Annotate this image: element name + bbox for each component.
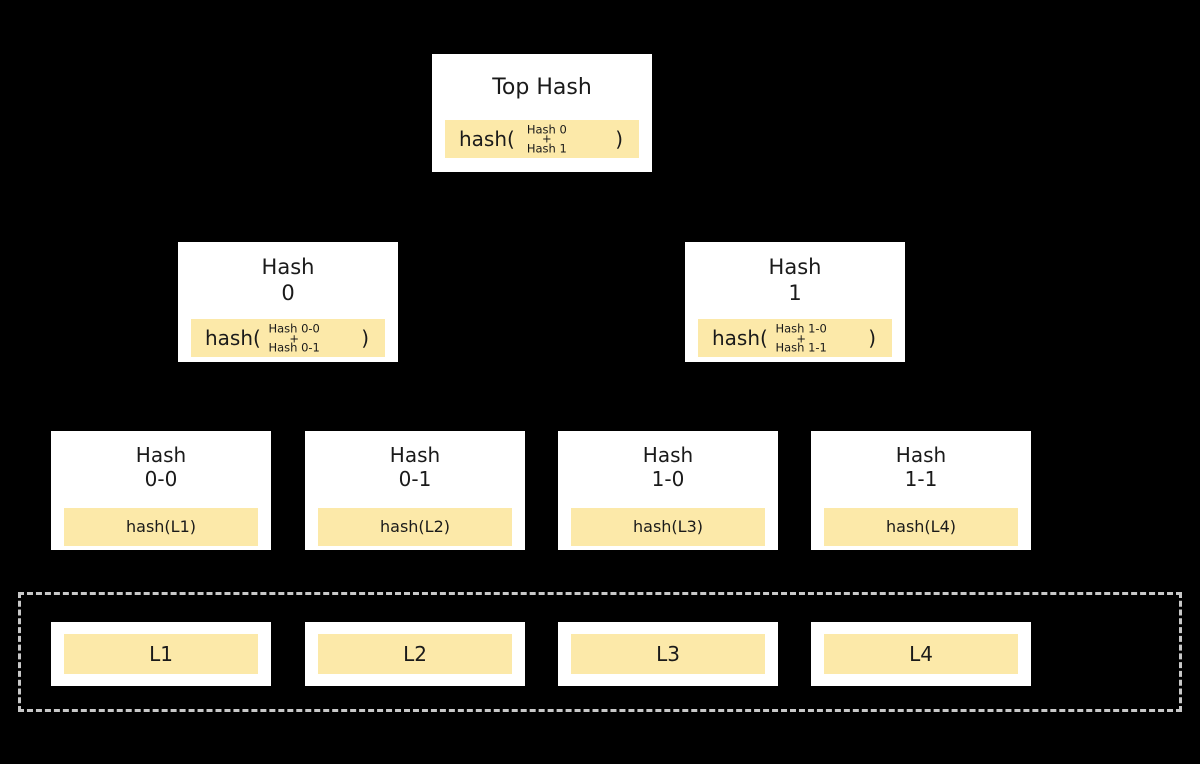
data-blocks-region <box>18 592 1182 712</box>
node-hash-0[interactable]: Hash 0 hash( Hash 0-0 + Hash 0-1 ) <box>178 242 398 362</box>
node-hash-1[interactable]: Hash 1 hash( Hash 1-0 + Hash 1-1 ) <box>685 242 905 362</box>
node-hash-1-0-title: Hash 1-0 <box>642 443 694 492</box>
hash-arg-plus: + <box>796 331 806 346</box>
node-hash-1-1-value: hash(L4) <box>824 507 1018 546</box>
node-hash-0-0-value: hash(L1) <box>64 507 258 546</box>
node-hash-1-title: Hash 1 <box>768 255 822 305</box>
node-hash-0-0[interactable]: Hash 0-0 hash(L1) <box>51 431 271 550</box>
hash-fn-open: hash( <box>459 126 515 151</box>
data-block-l1[interactable]: L1 <box>51 622 271 686</box>
hash-fn-open: hash( <box>712 326 768 351</box>
hash-fn-args: Hash 1-0 + Hash 1-1 <box>775 321 827 355</box>
hash-arg-first: Hash 0-0 <box>268 321 320 336</box>
data-block-l2[interactable]: L2 <box>305 622 525 686</box>
hash-fn-args: Hash 0 + Hash 1 <box>527 123 567 154</box>
hash-arg-first: Hash 0 <box>526 122 567 137</box>
data-block-l4-value: L4 <box>824 634 1018 674</box>
node-hash-1-value: hash( Hash 1-0 + Hash 1-1 ) <box>698 319 892 358</box>
hash-arg-first: Hash 1-0 <box>775 321 827 336</box>
data-block-l4[interactable]: L4 <box>811 622 1031 686</box>
node-hash-1-1-title: Hash 1-1 <box>895 443 947 492</box>
hash-fn-close: ) <box>615 126 623 151</box>
node-hash-0-value: hash( Hash 0-0 + Hash 0-1 ) <box>191 319 385 358</box>
node-top-hash-title: Top Hash <box>492 75 592 100</box>
node-hash-0-1-value: hash(L2) <box>318 507 512 546</box>
node-hash-1-1[interactable]: Hash 1-1 hash(L4) <box>811 431 1031 550</box>
hash-fn-close: ) <box>868 326 876 351</box>
hash-arg-plus: + <box>289 331 299 346</box>
hash-fn-close: ) <box>361 326 369 351</box>
data-block-l2-value: L2 <box>318 634 512 674</box>
hash-arg-second: Hash 0-1 <box>268 340 320 355</box>
hash-arg-second: Hash 1-1 <box>775 340 827 355</box>
hash-arg-plus: + <box>541 131 552 146</box>
node-hash-1-0[interactable]: Hash 1-0 hash(L3) <box>558 431 778 550</box>
hash-arg-second: Hash 1 <box>526 140 567 155</box>
node-top-hash-value: hash( Hash 0 + Hash 1 ) <box>445 119 639 158</box>
node-hash-0-0-title: Hash 0-0 <box>135 443 187 492</box>
node-hash-0-1-title: Hash 0-1 <box>389 443 441 492</box>
hash-fn-open: hash( <box>205 326 261 351</box>
node-top-hash[interactable]: Top Hash hash( Hash 0 + Hash 1 ) <box>432 54 652 172</box>
hash-expression: hash( Hash 0-0 + Hash 0-1 ) <box>191 319 385 357</box>
data-block-l3[interactable]: L3 <box>558 622 778 686</box>
data-block-l1-value: L1 <box>64 634 258 674</box>
data-block-l3-value: L3 <box>571 634 765 674</box>
node-hash-1-0-value: hash(L3) <box>571 507 765 546</box>
hash-fn-args: Hash 0-0 + Hash 0-1 <box>268 321 320 355</box>
node-hash-0-1[interactable]: Hash 0-1 hash(L2) <box>305 431 525 550</box>
hash-expression: hash( Hash 0 + Hash 1 ) <box>445 120 639 158</box>
hash-expression: hash( Hash 1-0 + Hash 1-1 ) <box>698 319 892 357</box>
node-hash-0-title: Hash 0 <box>261 255 315 305</box>
